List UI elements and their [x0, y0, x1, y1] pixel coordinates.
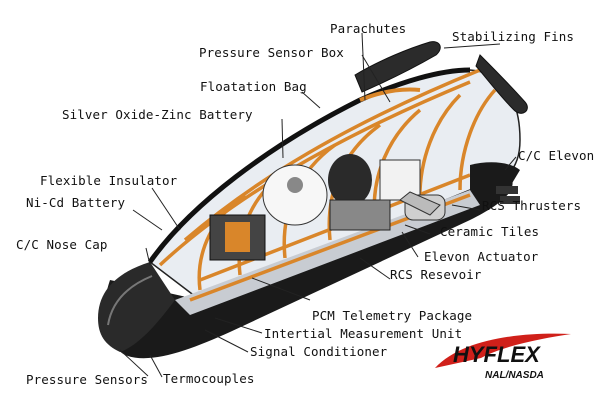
label-rcs-thrusters: RCS Thrusters	[482, 198, 582, 213]
label-silver-oxide-zinc-battery: Silver Oxide-Zinc Battery	[62, 107, 253, 122]
label-thermocouples: Termocouples	[163, 371, 255, 386]
label-flexible-insulator: Flexible Insulator	[40, 173, 178, 188]
label-parachutes: Parachutes	[330, 21, 407, 36]
label-cc-elevon: C/C Elevon	[518, 148, 595, 163]
label-floatation-bag: Floatation Bag	[200, 79, 307, 94]
svg-text:HYFLEX: HYFLEX	[453, 342, 541, 367]
svg-text:NAL/NASDA: NAL/NASDA	[485, 370, 544, 381]
hyflex-logo: HYFLEX NAL/NASDA	[435, 333, 571, 381]
label-pressure-sensors: Pressure Sensors	[26, 372, 149, 387]
label-pcm-telemetry-package: PCM Telemetry Package	[312, 308, 473, 323]
label-elevon-actuator: Elevon Actuator	[424, 249, 539, 264]
label-ceramic-tiles: Ceramic Tiles	[440, 224, 540, 239]
label-rcs-reservoir: RCS Resevoir	[390, 267, 482, 282]
label-signal-conditioner: Signal Conditioner	[250, 344, 388, 359]
elevons	[399, 162, 520, 216]
label-inertial-measurement-unit: Intertial Measurement Unit	[264, 326, 463, 341]
leader-lines	[119, 32, 517, 378]
label-ni-cd-battery: Ni-Cd Battery	[26, 195, 126, 210]
label-cc-nose-cap: C/C Nose Cap	[16, 237, 108, 252]
label-pressure-sensor-box: Pressure Sensor Box	[199, 45, 344, 60]
label-stabilizing-fins: Stabilizing Fins	[452, 29, 575, 44]
